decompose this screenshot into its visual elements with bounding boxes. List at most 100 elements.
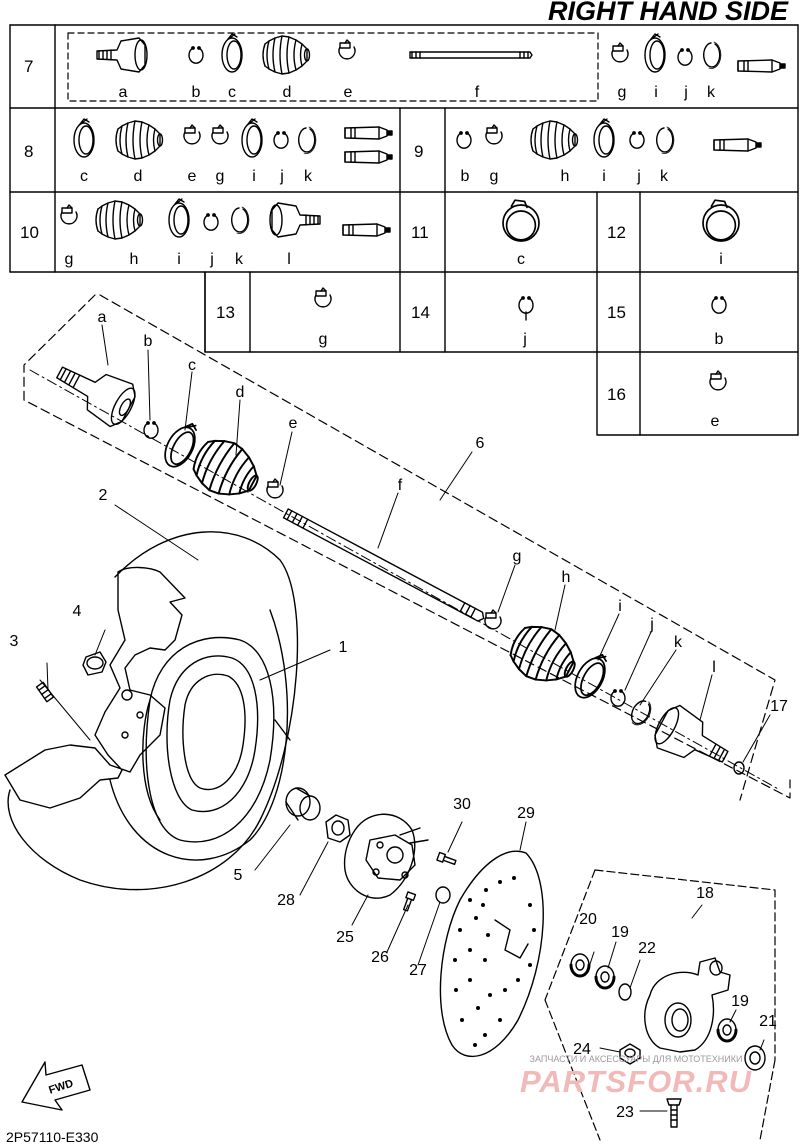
part-number: 18 <box>696 885 714 902</box>
kit-part-letter: g <box>319 331 328 348</box>
kit-part-letter: j <box>209 251 214 268</box>
watermark-tagline: ЗАПЧАСТИ И АКСЕССУАРЫ ДЛЯ МОТОТЕХНИКИ <box>530 1054 743 1064</box>
bolt-30 <box>436 851 457 866</box>
part-number: 6 <box>476 435 485 452</box>
part-number: 5 <box>234 867 243 884</box>
circlip-22 <box>618 983 632 1001</box>
kit-8-parts <box>73 118 393 164</box>
kit-part-letter: c <box>228 84 236 101</box>
part-number: 24 <box>573 1041 591 1058</box>
part-letter: i <box>618 598 622 615</box>
bearing-20 <box>569 952 591 978</box>
kit-part-letter: b <box>192 84 201 101</box>
page-title: RIGHT HAND SIDE <box>548 0 789 26</box>
hub-25 <box>343 813 429 899</box>
kit-part-letter: f <box>475 84 480 101</box>
kit-part-letter: c <box>517 251 525 268</box>
part-letter: h <box>562 569 571 586</box>
diagram-code: 2P57110-E330 <box>6 1129 99 1145</box>
part-number: 23 <box>616 1104 634 1121</box>
kit-part-letter: h <box>130 251 139 268</box>
shaft-axis-line <box>29 369 781 791</box>
wheel-disc <box>4 566 186 809</box>
part-letter: e <box>289 415 298 432</box>
kit-part-letter: a <box>119 84 128 101</box>
boot-d <box>184 429 270 510</box>
knuckle-assembly-box <box>544 869 776 1141</box>
bolt-26 <box>402 891 417 912</box>
part-number: 21 <box>759 1013 777 1030</box>
kit-11-part <box>502 199 540 242</box>
part-number: 26 <box>371 949 389 966</box>
seal-21 <box>744 1045 766 1071</box>
kit-part-letter: j <box>279 168 284 185</box>
brake-disc-29 <box>439 850 544 1058</box>
part-number: 29 <box>517 805 535 822</box>
hub-leaders <box>254 821 527 966</box>
shaft-assembly-box <box>23 294 791 801</box>
kit-part-letter: d <box>283 84 292 101</box>
kit-part-letter: k <box>304 168 313 185</box>
oring-27 <box>435 886 451 904</box>
kit-15-part <box>711 296 727 314</box>
kit-part-letter: c <box>80 168 88 185</box>
kit-row-id: 13 <box>216 303 235 322</box>
part-number: 19 <box>611 924 629 941</box>
kit-9-parts <box>456 118 762 160</box>
part-number: 4 <box>73 603 82 620</box>
kit-part-letter: i <box>252 168 256 185</box>
fwd-arrow-icon <box>21 1061 91 1111</box>
knuckle-leaders <box>587 941 765 1112</box>
kit-16-part <box>709 370 727 391</box>
part-number: 3 <box>10 633 19 650</box>
kit-part-letter: b <box>461 168 470 185</box>
circlip-b <box>143 421 159 439</box>
outer-cv-joint <box>56 366 136 428</box>
part-letter: g <box>513 548 522 565</box>
kit-part-letter: b <box>715 331 724 348</box>
kit-10-parts <box>60 198 391 240</box>
valve-3 <box>35 681 55 703</box>
kit-part-letter: i <box>654 84 658 101</box>
kit-row-id: 14 <box>411 303 430 322</box>
part-number: 20 <box>579 911 597 928</box>
part-number: 27 <box>409 962 427 979</box>
collar-5 <box>285 787 321 821</box>
nut-24 <box>619 1043 641 1065</box>
kit-part-letter: j <box>683 84 688 101</box>
wheel-leaders <box>39 504 331 741</box>
kit-part-letter: j <box>522 331 527 348</box>
part-letter: d <box>236 384 245 401</box>
kit-row-id: 15 <box>607 303 626 322</box>
drive-shaft-f <box>282 508 485 622</box>
inner-cv-joint-l <box>654 704 729 763</box>
kit-row-id: 11 <box>411 223 429 242</box>
kit-part-letter: l <box>287 251 291 268</box>
tire <box>7 531 299 891</box>
part-letter: b <box>144 333 153 350</box>
part-letter: k <box>674 634 683 651</box>
kit-part-letter: e <box>188 168 197 185</box>
nut-28 <box>325 814 351 843</box>
kit-row-id: 10 <box>20 223 39 242</box>
part-number: 17 <box>770 698 788 715</box>
kit-part-letter: k <box>707 84 716 101</box>
kit-13-part <box>314 287 332 308</box>
kit-part-letter: h <box>561 168 570 185</box>
kit-part-letter: g <box>618 84 627 101</box>
part-letter: c <box>188 357 196 374</box>
kit-part-letter: i <box>719 251 723 268</box>
rim <box>142 636 291 843</box>
kit-part-letter: e <box>711 413 720 430</box>
part-letter: l <box>712 659 716 676</box>
kit-part-letter: i <box>177 251 181 268</box>
ring-17 <box>733 761 745 775</box>
kit-part-letter: j <box>636 168 641 185</box>
part-number: 25 <box>336 929 354 946</box>
kit-row-id: 7 <box>24 57 33 76</box>
circlip-j <box>610 689 626 707</box>
bearing-19b <box>716 1017 738 1043</box>
clamp-g <box>484 609 502 630</box>
part-number: 30 <box>453 796 471 813</box>
kit-row-id: 9 <box>414 142 423 161</box>
